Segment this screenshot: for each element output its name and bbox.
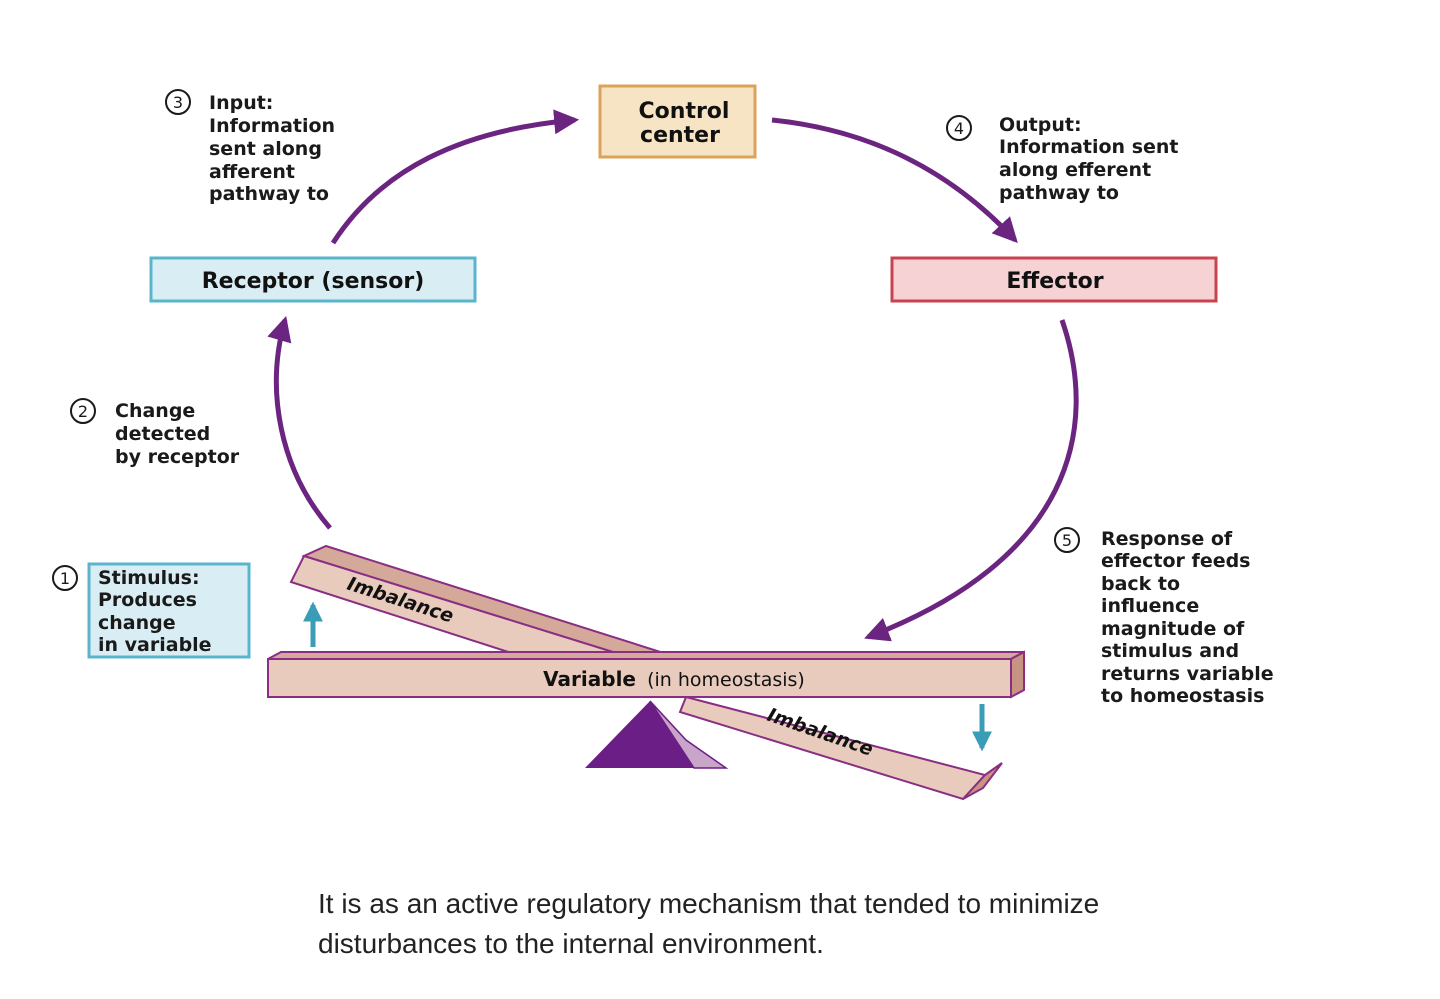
step-5-number: 5 xyxy=(1062,531,1072,550)
control-center-label-line1: Control xyxy=(639,99,730,124)
afferent-arrow xyxy=(330,109,580,245)
change-line-3: by receptor xyxy=(115,446,240,468)
response-line-7: returns variable xyxy=(1101,663,1274,685)
step-1-number: 1 xyxy=(60,569,70,588)
effector-box: Effector xyxy=(890,256,1218,303)
change-line-2: detected xyxy=(115,423,210,445)
response-line-2: effector feeds xyxy=(1101,550,1251,572)
input-line-1: Input: xyxy=(209,92,273,114)
input-line-2: Information xyxy=(209,115,335,137)
control-center-label-line2: center xyxy=(640,123,720,148)
response-line-6: stimulus and xyxy=(1101,640,1239,662)
fulcrum xyxy=(585,700,729,769)
caption-line-1: It is as an active regulatory mechanism … xyxy=(318,888,1100,919)
stimulus-line-2: Produces xyxy=(98,589,197,611)
step-4-marker xyxy=(946,115,972,141)
response-line-4: influence xyxy=(1101,595,1199,617)
step-3-marker xyxy=(165,89,191,115)
step-1-marker xyxy=(52,565,78,591)
output-line-2: Information sent xyxy=(999,136,1179,158)
step-change-detected: 2 Change detected by receptor xyxy=(70,398,240,468)
step-stimulus: 1 Stimulus: Produces change in variable xyxy=(52,562,251,659)
effector-to-variable-arrow xyxy=(864,319,1079,642)
response-line-8: to homeostasis xyxy=(1101,685,1264,707)
step-3-number: 3 xyxy=(173,93,183,112)
input-line-5: pathway to xyxy=(209,183,329,205)
response-line-1: Response of xyxy=(1101,528,1233,550)
variable-beam: Variable (in homeostasis) xyxy=(267,650,1025,699)
variable-name: Variable xyxy=(543,667,636,691)
output-line-3: along efferent xyxy=(999,159,1151,181)
input-line-4: afferent xyxy=(209,161,295,183)
variable-label: Variable (in homeostasis) xyxy=(543,667,805,691)
caption: It is as an active regulatory mechanism … xyxy=(318,884,1278,964)
step-5-marker xyxy=(1054,527,1080,553)
receptor-box: Receptor (sensor) xyxy=(149,256,477,303)
output-line-4: pathway to xyxy=(999,182,1119,204)
imbalance-beam-lower: Imbalance xyxy=(678,695,1003,801)
control-center-box: Control center xyxy=(598,84,757,159)
stimulus-line-1: Stimulus: xyxy=(98,567,200,589)
caption-line-2: disturbances to the internal environment… xyxy=(318,928,824,959)
output-line-1: Output: xyxy=(999,114,1082,136)
input-line-3: sent along xyxy=(209,138,322,160)
variable-qualifier: (in homeostasis) xyxy=(647,669,805,691)
step-output: 4 Output: Information sent along efferen… xyxy=(946,114,1179,204)
step-4-number: 4 xyxy=(954,119,964,138)
efferent-arrow xyxy=(771,117,1018,244)
stimulus-box xyxy=(87,562,251,659)
step-2-number: 2 xyxy=(78,402,88,421)
change-line-1: Change xyxy=(115,400,195,422)
effector-label: Effector xyxy=(1006,269,1103,294)
receptor-label: Receptor (sensor) xyxy=(202,269,425,294)
step-2-marker xyxy=(70,398,96,424)
step-input: 3 Input: Information sent along afferent… xyxy=(165,89,335,205)
response-line-3: back to xyxy=(1101,573,1180,595)
response-line-5: magnitude of xyxy=(1101,618,1245,640)
stimulus-to-receptor-arrow xyxy=(267,315,332,530)
step-response: 5 Response of effector feeds back to inf… xyxy=(1054,527,1274,707)
stimulus-line-4: in variable xyxy=(98,634,212,656)
stimulus-line-3: change xyxy=(98,612,176,634)
